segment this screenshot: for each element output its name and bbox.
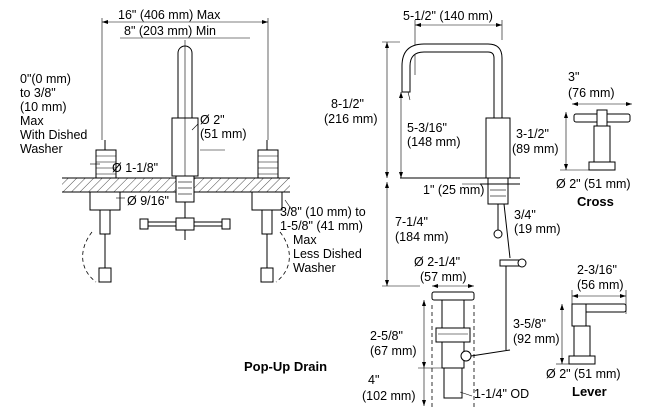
mount-thickness-label-3: Max <box>293 233 317 247</box>
drain-body-length-mm-label: (67 mm) <box>370 344 417 358</box>
spout-clearance-mm-label: (148 mm) <box>407 135 460 149</box>
shank-depth-label: 3/4" <box>514 208 536 222</box>
spout-base-diameter-mm-label: (51 mm) <box>200 127 247 141</box>
deck-thickness-label-3: (10 mm) <box>20 100 67 114</box>
hole-diameter-label: Ø 1-1/8" <box>112 161 158 175</box>
cross-handle-width-label: 3" <box>568 70 579 84</box>
spout-reach-label: 5-1/2" (140 mm) <box>403 9 493 23</box>
shank-length-label: 7-1/4" <box>395 215 428 229</box>
cross-handle-height-label: 3-1/2" <box>516 127 549 141</box>
deck-thickness-label-2: to 3/8" <box>20 86 56 100</box>
connector-tee <box>139 217 231 231</box>
mount-thickness-label-4: Less Dished <box>293 247 362 261</box>
lever-reach-label: 2-3/16" <box>577 263 617 277</box>
shank-depth-mm-label: (19 mm) <box>514 222 561 236</box>
cross-handle-height-mm-label: (89 mm) <box>512 142 559 156</box>
thread-diameter-label: Ø 9/16" <box>127 194 169 208</box>
shank-length-mm-label: (184 mm) <box>395 230 448 244</box>
drain-flange-diameter-label: Ø 2-1/4" <box>414 255 460 269</box>
spout-height-mm-label: (216 mm) <box>324 112 377 126</box>
cross-caption: Cross <box>577 194 614 209</box>
lever-height-mm-label: (92 mm) <box>513 332 560 346</box>
mount-thickness-label-2: 1-5/8" (41 mm) <box>280 219 363 233</box>
left-valve <box>89 140 121 283</box>
lever-caption: Lever <box>572 384 607 399</box>
cross-handle <box>560 102 632 171</box>
spread-min-label: 8" (203 mm) Min <box>124 24 216 38</box>
spout-clearance-label: 5-3/16" <box>407 121 447 135</box>
deck-thickness-label-6: Washer <box>20 142 63 156</box>
base-offset-label: 1" (25 mm) <box>423 183 484 197</box>
drain-body-length-label: 2-5/8" <box>370 329 403 343</box>
drain-caption: Pop-Up Drain <box>244 359 327 374</box>
spout-base-diameter-label: Ø 2" <box>200 113 225 127</box>
deck-thickness-label-1: 0"(0 mm) <box>20 72 71 86</box>
drain-tail-length-label: 4" <box>368 373 379 387</box>
right-valve <box>251 140 283 283</box>
lever-handle <box>556 290 627 365</box>
mount-thickness-label-1: 3/8" (10 mm) to <box>280 205 366 219</box>
mount-thickness-label-5: Washer <box>293 261 336 275</box>
deck-thickness-label-4: Max <box>20 114 44 128</box>
lever-height-label: 3-5/8" <box>513 317 546 331</box>
side-view <box>382 20 520 287</box>
lever-base-diameter-label: Ø 2" (51 mm) <box>546 367 621 381</box>
tailpiece-od-label: 1-1/4" OD <box>474 387 529 401</box>
spout-height-label: 8-1/2" <box>331 97 364 111</box>
front-view <box>62 18 293 283</box>
drain-tail-length-mm-label: (102 mm) <box>362 389 415 403</box>
spout-front <box>171 40 199 240</box>
pop-up-drain <box>418 258 527 408</box>
cross-base-diameter-label: Ø 2" (51 mm) <box>556 177 631 191</box>
spread-max-label: 16" (406 mm) Max <box>118 8 221 22</box>
drain-flange-diameter-mm-label: (57 mm) <box>420 270 467 284</box>
lever-reach-mm-label: (56 mm) <box>577 278 624 292</box>
deck-thickness-label-5: With Dished <box>20 128 87 142</box>
cross-handle-width-mm-label: (76 mm) <box>568 86 615 100</box>
